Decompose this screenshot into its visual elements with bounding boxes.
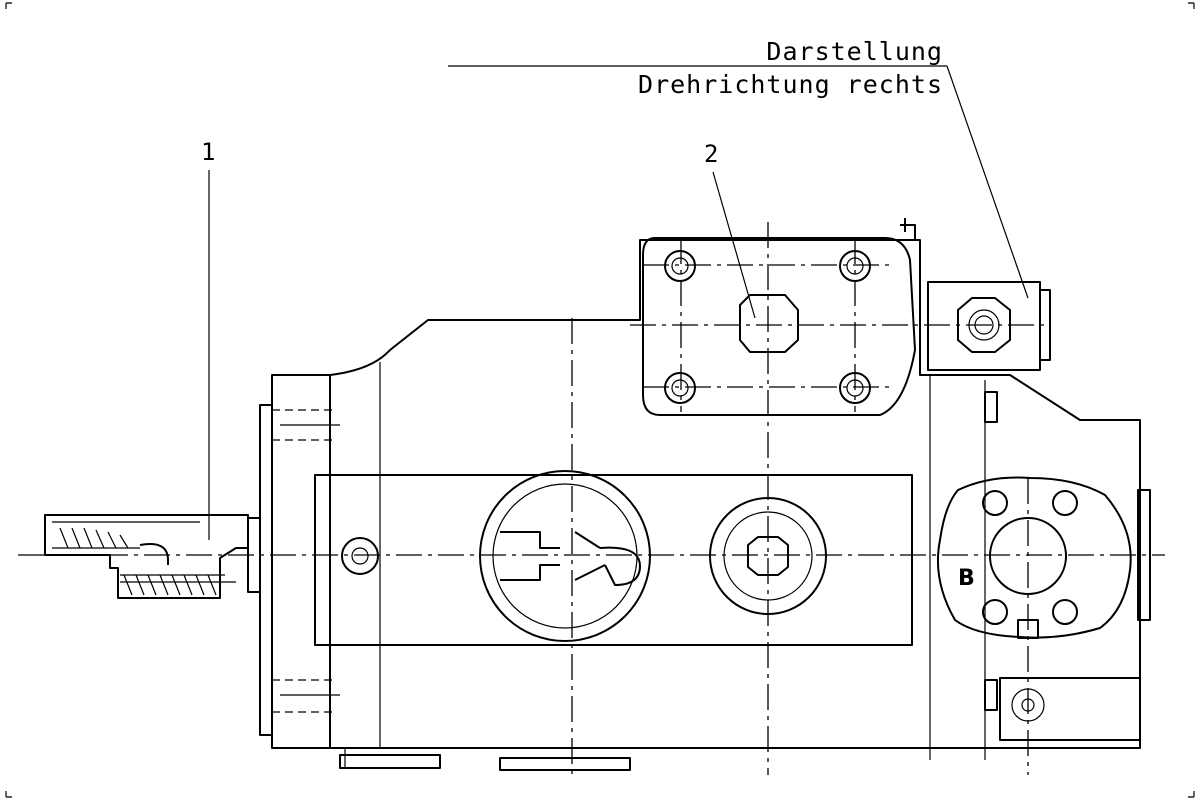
view-annotation: Darstellung Drehrichtung rechts (448, 37, 1029, 299)
control-valve-block (642, 218, 916, 416)
callout-1: 1 (201, 138, 215, 540)
frame-corner-marks (5, 2, 1195, 798)
annotation-leader-line (946, 65, 1029, 299)
nameplate-panel (314, 470, 913, 646)
pump-housing (329, 239, 1141, 771)
annotation-title-line2: Drehrichtung rechts (638, 70, 943, 99)
mounting-flange (259, 374, 340, 749)
callout-2: 2 (704, 140, 756, 319)
lower-boss (984, 391, 1141, 741)
port-flange-b: B (936, 476, 1151, 639)
callout-2-leader (712, 171, 756, 319)
callout-1-number: 1 (201, 138, 215, 166)
port-b-label: B (958, 566, 975, 591)
annotation-title-line1: Darstellung (766, 37, 943, 66)
drive-shaft (44, 514, 261, 599)
callout-2-number: 2 (704, 140, 718, 168)
centre-lines (18, 222, 1165, 775)
side-bracket (927, 281, 1051, 371)
